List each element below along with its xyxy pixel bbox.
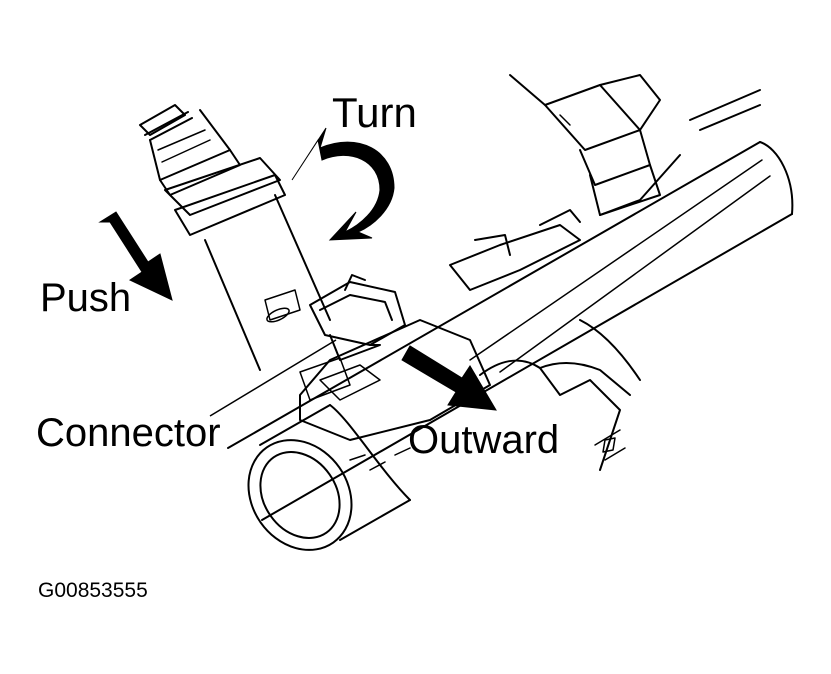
fuel-injector <box>139 104 331 371</box>
connector-leader-line <box>209 339 337 417</box>
figure-code: G00853555 <box>38 579 148 602</box>
outward-arrow-icon <box>401 345 497 411</box>
adjacent-injector <box>509 74 761 216</box>
injector-socket-housing <box>299 319 491 471</box>
fuel-rail <box>227 141 794 521</box>
push-label: Push <box>40 276 132 320</box>
rail-end-cap <box>247 404 411 551</box>
mounting-boss <box>479 319 641 471</box>
outward-label: Outward <box>408 418 560 462</box>
electrical-connector <box>299 274 406 401</box>
push-arrow-icon <box>98 211 173 301</box>
curved-rotation-arrow-icon <box>291 127 395 241</box>
connector-label: Connector <box>36 411 221 455</box>
retaining-clip <box>449 209 581 291</box>
turn-label: Turn <box>332 89 417 136</box>
